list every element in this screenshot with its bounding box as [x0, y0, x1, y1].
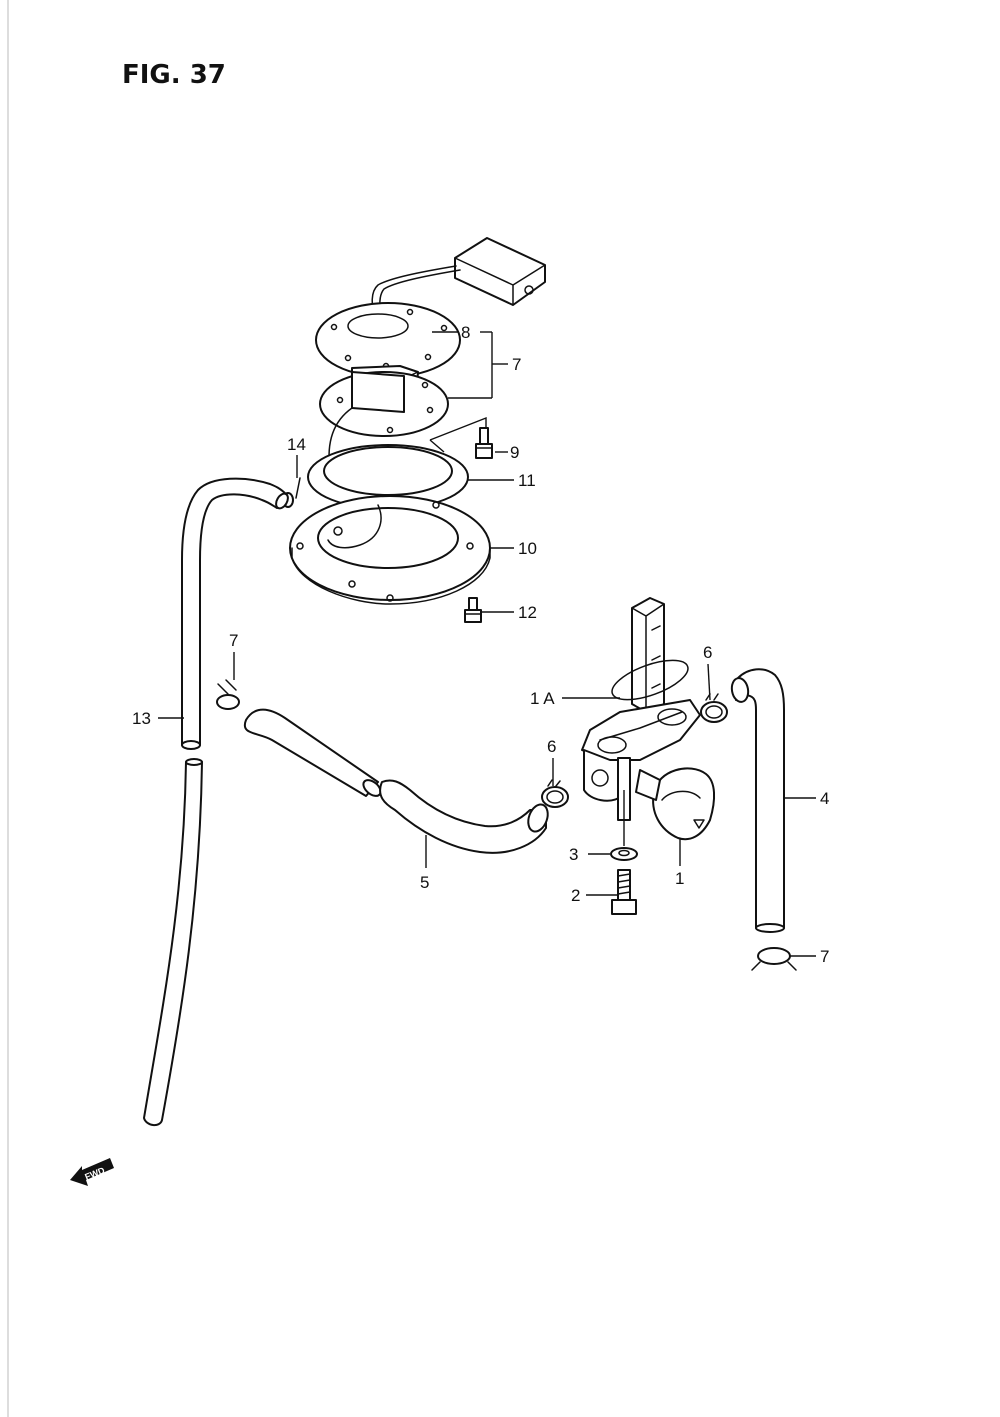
- callout-12: 11: [518, 471, 536, 490]
- bolt-13: [464, 597, 482, 623]
- callout-13: 12: [518, 603, 537, 622]
- clip-7-lower: [751, 947, 797, 971]
- callout-11: 10: [518, 539, 537, 558]
- washer-3: [610, 847, 638, 861]
- callout-4: 4: [820, 789, 829, 808]
- bolt-10: [475, 427, 493, 459]
- callout-2: 2: [571, 886, 580, 905]
- callout-7-lower: 7: [820, 947, 829, 966]
- fuel-cock-1: [581, 597, 716, 841]
- hose-14: [143, 477, 289, 1126]
- clamp-6-right: [700, 693, 728, 723]
- callout-14: 13: [132, 709, 151, 728]
- figure-title: FIG. 37: [122, 60, 226, 90]
- hose-5: [243, 708, 549, 854]
- callout-8: 7: [512, 355, 521, 374]
- callout-7-upper: 7: [229, 631, 238, 650]
- callout-10: 9: [510, 443, 519, 462]
- callout-3: 3: [569, 845, 578, 864]
- fwd-label: FWD: [83, 1165, 106, 1182]
- callout-6-right: 6: [703, 643, 712, 662]
- callout-labels: 8 7 9 11 10 12 14 13 7 1 A 6 6 4 5 3 1 2…: [132, 323, 829, 966]
- callout-9: 8: [461, 323, 470, 342]
- clamp-6-left: [541, 779, 569, 808]
- leader-lines: [158, 331, 816, 957]
- hose-4: [730, 668, 785, 933]
- callout-1: 1: [675, 869, 684, 888]
- callout-6-left: 6: [547, 737, 556, 756]
- fuel-level-sender-assembly: [289, 237, 546, 605]
- callout-15: 14: [287, 435, 306, 454]
- fwd-direction-arrow: FWD: [70, 1158, 114, 1186]
- clip-7-upper: [216, 679, 240, 710]
- bolt-2: [611, 869, 637, 915]
- callout-1a: 1 A: [530, 689, 555, 708]
- callout-5: 5: [420, 873, 429, 892]
